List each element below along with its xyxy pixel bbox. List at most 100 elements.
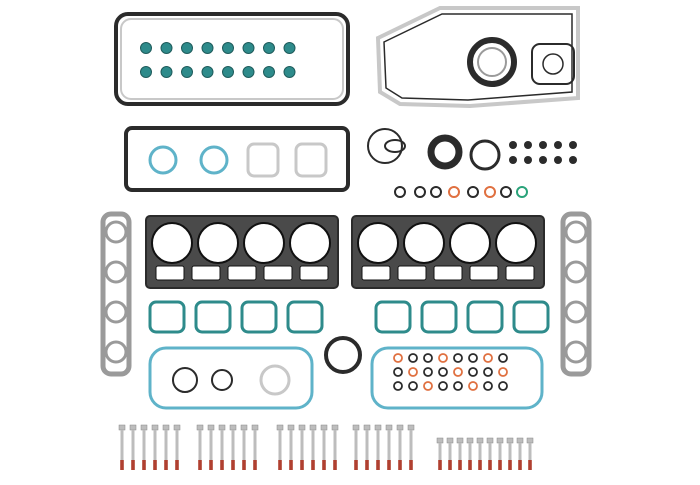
oil-pan-gasket-left	[148, 346, 314, 410]
small-o-ring	[408, 367, 418, 377]
coolant-port	[397, 265, 427, 281]
intake-gasket	[374, 300, 550, 334]
bolt-shank	[438, 443, 442, 470]
bolt-shank	[478, 443, 482, 470]
oil-pan-small-o-rings	[393, 353, 508, 391]
bolt-group	[436, 437, 534, 470]
coolant-port	[227, 265, 257, 281]
bolt-head	[436, 437, 444, 444]
bolt-head	[276, 424, 284, 431]
intake-manifold-gaskets	[148, 300, 550, 334]
bolt	[196, 424, 204, 470]
water-pump-gasket	[531, 43, 575, 85]
bolt-head	[140, 424, 148, 431]
valve-stem-seals	[140, 42, 296, 78]
bolt-thread-tip	[220, 460, 224, 470]
valve-seal	[160, 42, 173, 54]
bolt	[240, 424, 248, 470]
valve-seal	[222, 66, 234, 78]
bolt-head	[118, 424, 126, 431]
bolt	[118, 424, 126, 470]
small-o-ring	[408, 353, 418, 363]
o-ring	[394, 186, 406, 198]
bolt-shank	[398, 430, 402, 470]
cylinder-bore	[357, 222, 399, 264]
bolt	[374, 424, 382, 470]
bolt-thread-tip	[387, 460, 391, 470]
bolt	[229, 424, 237, 470]
bolt-shank	[518, 443, 522, 470]
bolt-thread-tip	[498, 460, 502, 470]
bolt	[251, 424, 259, 470]
cylinder-bore	[403, 222, 445, 264]
bolt	[456, 437, 464, 470]
valve-seal	[263, 66, 275, 78]
exhaust-gasket-frame	[100, 211, 132, 377]
bolt-shank	[242, 430, 246, 470]
bolt	[486, 437, 494, 470]
bolt-shank	[488, 443, 492, 470]
bolt-thread-tip	[398, 460, 402, 470]
intake-port-seal	[374, 300, 412, 334]
valve-seal	[140, 66, 152, 78]
small-o-ring	[393, 353, 403, 363]
bolt-shank	[164, 430, 168, 470]
bolt	[151, 424, 159, 470]
bolt-thread-tip	[376, 460, 380, 470]
bolt-head	[363, 424, 371, 431]
bolt	[516, 437, 524, 470]
bolt-thread-tip	[528, 460, 532, 470]
bolt-head	[129, 424, 137, 431]
bolt-group	[196, 424, 259, 470]
exhaust-port	[564, 300, 588, 324]
exhaust-port	[564, 220, 588, 244]
bolt-head	[287, 424, 295, 431]
valve-cover-grommet	[539, 156, 547, 164]
bolt	[446, 437, 454, 470]
small-o-ring	[498, 353, 508, 363]
bolt-head	[516, 437, 524, 444]
bolt-shank	[458, 443, 462, 470]
exhaust-port	[104, 340, 128, 364]
bolt-thread-tip	[289, 460, 293, 470]
exhaust-port	[104, 260, 128, 284]
bolt	[331, 424, 339, 470]
bolt-head	[486, 437, 494, 444]
bolt-shank	[365, 430, 369, 470]
bolt-head	[466, 437, 474, 444]
bolt-shank	[508, 443, 512, 470]
head-bolts	[118, 424, 534, 470]
oil-pan-gasket-right	[370, 346, 544, 410]
coolant-port	[299, 265, 329, 281]
valve-cover-grommet	[509, 156, 517, 164]
valve-seal	[222, 42, 234, 54]
bolt-thread-tip	[253, 460, 257, 470]
bolt	[140, 424, 148, 470]
valve-cover-grommet	[524, 156, 532, 164]
rear-main-seal	[467, 37, 517, 87]
bolt-head	[320, 424, 328, 431]
small-o-ring	[498, 367, 508, 377]
bolt-thread-tip	[131, 460, 135, 470]
bolt-thread-tip	[164, 460, 168, 470]
bolt-thread-tip	[120, 460, 124, 470]
bolt-shank	[120, 430, 124, 470]
valley-cover-gasket	[124, 126, 350, 192]
bolt-shank	[498, 443, 502, 470]
intake-port-seal	[240, 300, 278, 334]
bolt-shank	[468, 443, 472, 470]
valve-seal	[283, 66, 296, 78]
bolt-thread-tip	[198, 460, 202, 470]
intake-port-seal	[286, 300, 324, 334]
bolt	[309, 424, 317, 470]
valve-seal	[242, 42, 255, 54]
front-crank-seal	[427, 134, 463, 170]
small-o-ring	[468, 367, 478, 377]
bolt-thread-tip	[438, 460, 442, 470]
small-o-ring	[438, 353, 448, 363]
bolt-thread-tip	[278, 460, 282, 470]
bolt-shank	[376, 430, 380, 470]
bolt-thread-tip	[300, 460, 304, 470]
coolant-port	[191, 265, 221, 281]
